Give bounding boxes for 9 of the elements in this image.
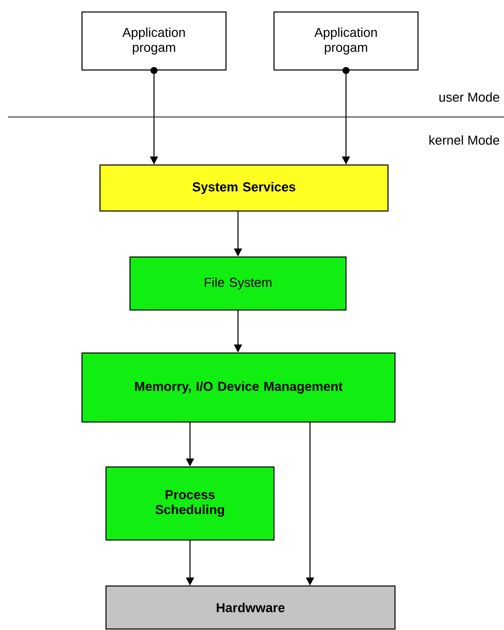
process-box: Process Scheduling [106, 466, 274, 540]
program-box: Application progam [82, 12, 226, 70]
service-box: System Services [100, 164, 388, 212]
mode-label: kernel Mode [429, 135, 500, 145]
program-box: Application progam [274, 12, 418, 70]
hardware-box: Hardwware [106, 586, 396, 630]
process-box: File System [130, 256, 346, 310]
mode-label: user Mode [439, 92, 500, 102]
process-box: Memorry, I/O Device Management [82, 352, 396, 422]
